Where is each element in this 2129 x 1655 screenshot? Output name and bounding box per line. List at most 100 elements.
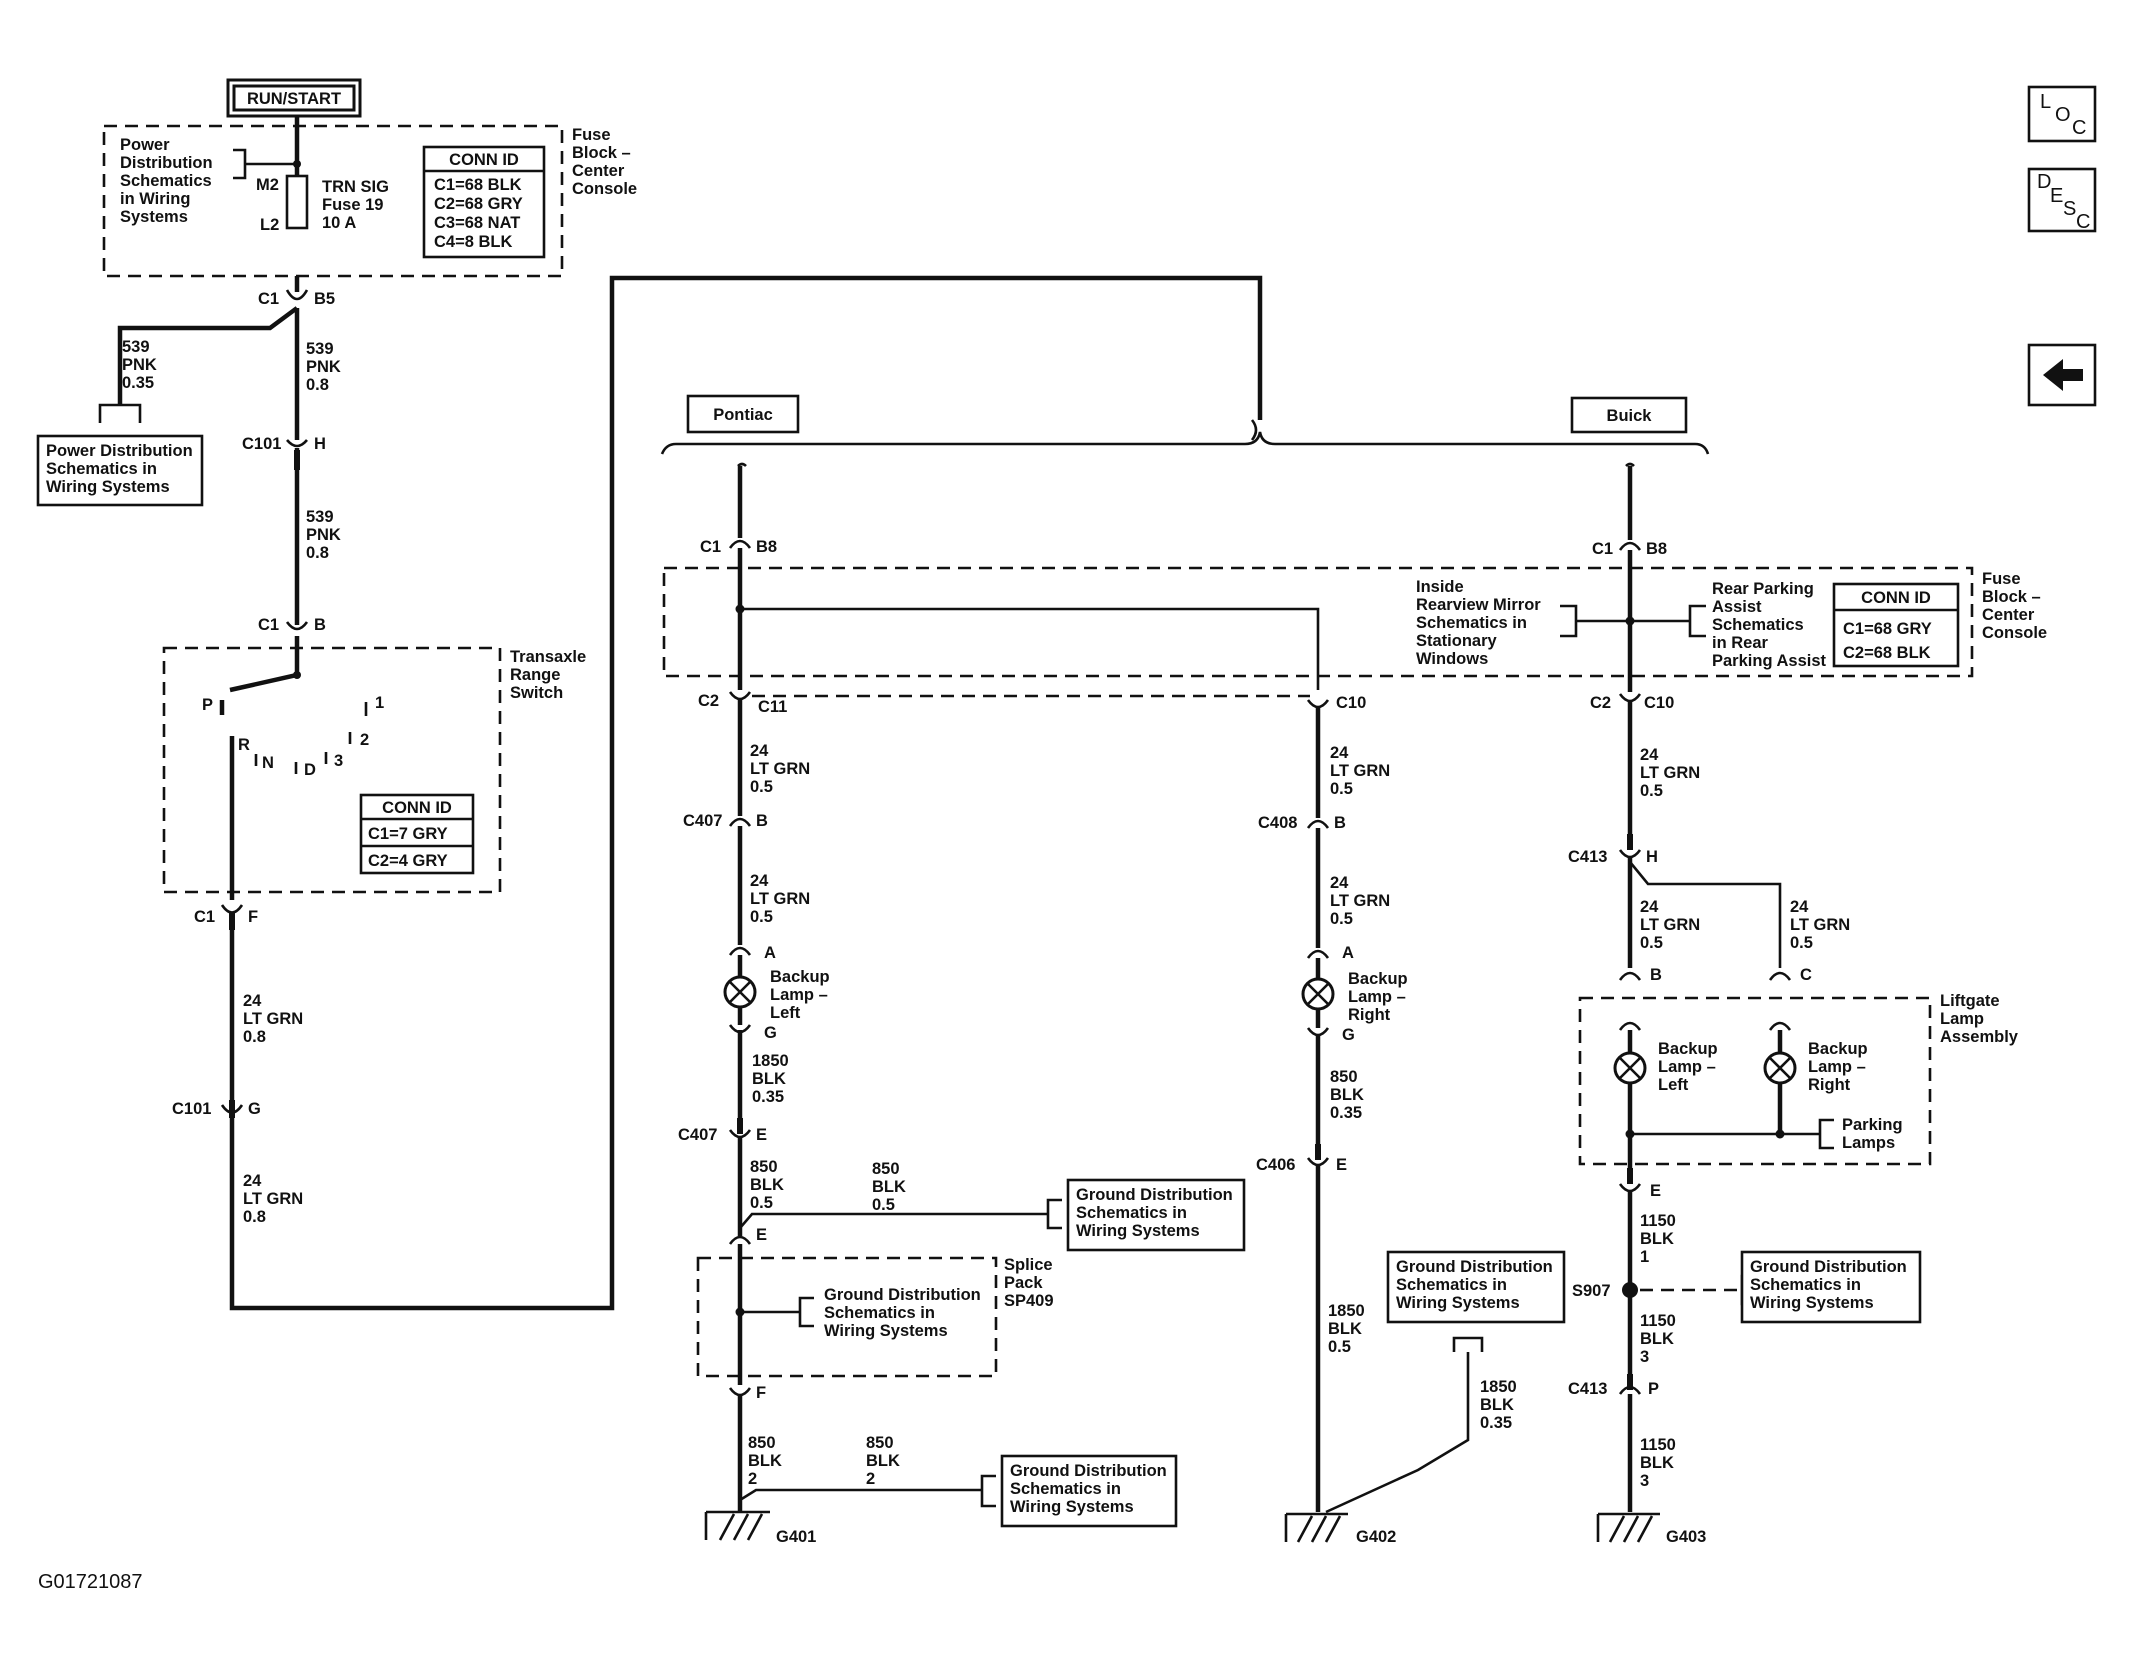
buick-backup-lamp-right-bulb (1763, 1051, 1797, 1085)
connector-label: C408 (1258, 814, 1297, 832)
conn-id-row: C1=68 BLK (434, 176, 522, 194)
pin-label: F (756, 1384, 766, 1402)
lamp-label: Lamp – (1658, 1058, 1716, 1076)
desc-letter-c: C (2076, 211, 2090, 233)
wire-label: PNK (306, 358, 341, 376)
fuse-block-dashed-outline (102, 124, 564, 278)
park-ref-text: Parking Assist (1712, 652, 1827, 670)
fuse-block-conn-id-table: CONN ID C1=68 BLK C2=68 GRY C3=68 NAT C4… (422, 145, 546, 259)
connector-label: C413 (1568, 1380, 1607, 1398)
connector-label: C407 (683, 812, 722, 830)
splice-s907 (1622, 1282, 1638, 1298)
lamp-label: Backup (1658, 1040, 1718, 1058)
loc-letter-l: L (2040, 91, 2051, 113)
lamp-label: Lamp – (1348, 988, 1406, 1006)
trs-label: Transaxle (510, 648, 586, 666)
wire-label: 24 (750, 742, 769, 760)
lamp-label: Backup (1808, 1040, 1868, 1058)
ref-text: Ground Distribution (824, 1286, 981, 1304)
buick-text: Buick (1607, 407, 1653, 425)
park-ref-text: Assist (1712, 598, 1762, 616)
conn-id-title: CONN ID (382, 799, 452, 817)
ground-distribution-ref-box-4[interactable]: Ground Distribution Schematics in Wiring… (1386, 1250, 1566, 1324)
fuse-block-label: Center (572, 162, 625, 180)
ground-distribution-ref-box-3[interactable]: Ground Distribution Schematics in Wiring… (1000, 1454, 1178, 1528)
trs-label: Range (510, 666, 560, 684)
wire-label: 0.35 (752, 1088, 784, 1106)
wire-label: BLK (866, 1452, 900, 1470)
ground-label: G401 (776, 1528, 816, 1546)
ref-box-text: Schematics in (1396, 1276, 1507, 1294)
wire-label: 24 (1790, 898, 1809, 916)
ref-box-text: Power Distribution (46, 442, 193, 460)
ground-distribution-ref-box-5[interactable]: Ground Distribution Schematics in Wiring… (1740, 1250, 1922, 1324)
pin-label: H (1646, 848, 1658, 866)
pontiac-text: Pontiac (713, 406, 773, 424)
wire-label: BLK (752, 1070, 786, 1088)
desc-button[interactable]: D E S C (2027, 167, 2097, 233)
wire-label: 24 (1640, 898, 1659, 916)
wire-label: LT GRN (1330, 762, 1390, 780)
pin-label: B8 (756, 538, 777, 556)
back-button[interactable] (2027, 343, 2097, 407)
desc-letter-s: S (2063, 198, 2076, 220)
connector-label: C1 (258, 616, 279, 634)
diagram-id-label: G01721087 (38, 1571, 143, 1593)
mirror-ref-text: Inside (1416, 578, 1464, 596)
power-distribution-ref-box[interactable]: Power Distribution Schematics in Wiring … (36, 434, 204, 507)
desc-letter-e: E (2050, 185, 2063, 207)
backup-lamp-right-bulb (1301, 977, 1335, 1011)
wire-label: BLK (1328, 1320, 1362, 1338)
wire-label: BLK (750, 1176, 784, 1194)
wire-label: 0.8 (243, 1208, 266, 1226)
wire-label: LT GRN (1330, 892, 1390, 910)
ground-g402-icon (1284, 1512, 1348, 1543)
pin-label: G (248, 1100, 261, 1118)
ground-label: G403 (1666, 1528, 1706, 1546)
parking-lamps-label: Parking (1842, 1116, 1903, 1134)
pin-label: A (1342, 944, 1354, 962)
lamp-label: Left (770, 1004, 801, 1022)
pin-label: E (1336, 1156, 1347, 1174)
loc-letter-o: O (2055, 104, 2071, 126)
wire-label: 539 (306, 508, 334, 526)
wire-label: 2 (748, 1470, 757, 1488)
splice-label: S907 (1572, 1282, 1611, 1300)
ground-distribution-ref-box-1[interactable]: Ground Distribution Schematics in Wiring… (1066, 1178, 1246, 1252)
loc-letter-c: C (2072, 117, 2086, 139)
mirror-ref-text: Windows (1416, 650, 1488, 668)
wire-label: 0.8 (306, 544, 329, 562)
ref-box-text: Ground Distribution (1396, 1258, 1553, 1276)
wire-label: 1150 (1640, 1312, 1676, 1330)
fuse-block-label: Fuse (572, 126, 611, 144)
wire-label: PNK (306, 526, 341, 544)
connector-label: C2 (698, 692, 719, 710)
wire-label: 0.5 (1328, 1338, 1351, 1356)
connector-label: C1 (700, 538, 721, 556)
ref-box-text: Schematics in (1750, 1276, 1861, 1294)
fuse-block-label: Console (1982, 624, 2047, 642)
lamp-label: Right (1348, 1006, 1391, 1024)
switch-pos-p: P (202, 696, 213, 714)
wire-label: 850 (872, 1160, 900, 1178)
wire-label: BLK (872, 1178, 906, 1196)
pin-label: C11 (758, 698, 787, 716)
pin-label: E (756, 1126, 767, 1144)
wire-label: 850 (750, 1158, 778, 1176)
wire-label: 1850 (1480, 1378, 1517, 1396)
wire-label: 0.35 (1330, 1104, 1362, 1122)
buick-fuse-block-conn-id-table: CONN ID C1=68 GRY C2=68 BLK (1832, 582, 1960, 668)
wire-label: 0.8 (306, 376, 329, 394)
wire-label: 1 (1640, 1248, 1649, 1266)
ground-label: G402 (1356, 1528, 1396, 1546)
wire-label: 24 (1330, 744, 1349, 762)
power-dist-ref-text: in Wiring (120, 190, 190, 208)
ref-text: Schematics in (824, 1304, 935, 1322)
wire-label: 1850 (1328, 1302, 1365, 1320)
wire-label: 0.35 (1480, 1414, 1512, 1432)
fuse-19-symbol (285, 174, 309, 230)
connector-label: C101 (172, 1100, 211, 1118)
wire-label: 539 (306, 340, 334, 358)
loc-button[interactable]: L O C (2027, 85, 2097, 143)
pin-label: E (1650, 1182, 1661, 1200)
